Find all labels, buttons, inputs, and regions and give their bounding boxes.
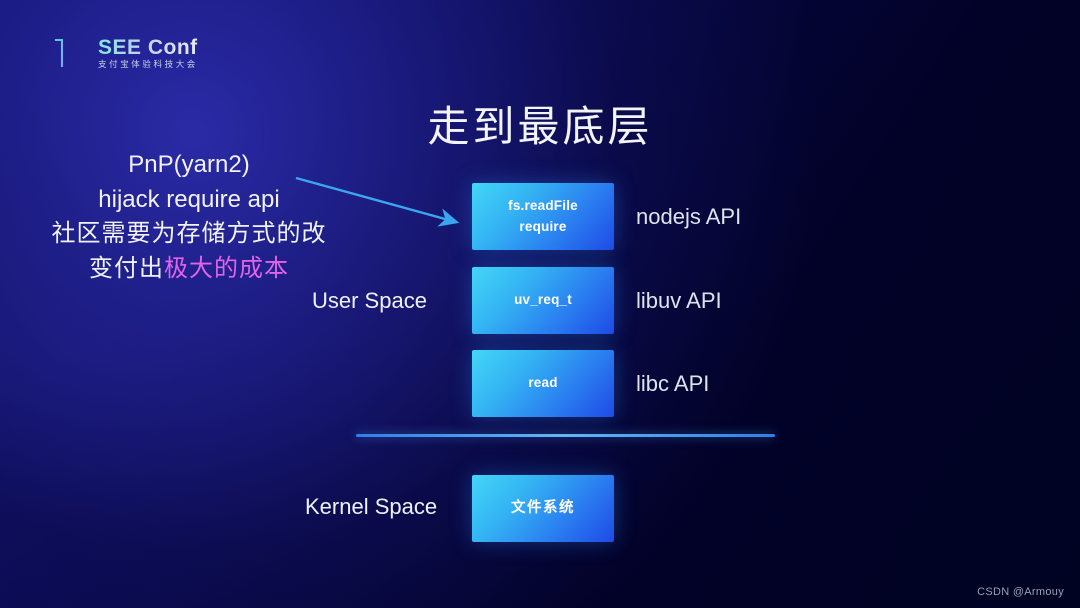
brand-tagline: 支付宝体验科技大会 [98, 59, 198, 70]
brand-logo: SEE Conf 支付宝体验科技大会 [52, 36, 198, 70]
page-title: 走到最底层 [427, 103, 653, 150]
stack-box-filesystem-label: 文件系统 [511, 499, 575, 516]
annotation-line-4-highlight: 极大的成本 [164, 254, 289, 282]
arrow-right-down-icon [295, 176, 460, 227]
annotation-line-1: PnP(yarn2) [128, 151, 250, 178]
annotation-line-4: 变付出极大的成本 [34, 252, 344, 287]
brand-wordmark: SEE Conf 支付宝体验科技大会 [98, 37, 198, 69]
api-label-libuv: libuv API [636, 288, 722, 313]
watermark: CSDN @Armouy [977, 586, 1064, 598]
api-label-nodejs: nodejs API [636, 204, 742, 229]
stack-box-nodejs-line2: require [519, 219, 567, 234]
annotation-text-block: PnP(yarn2) hijack require api 社区需要为存储方式的… [34, 148, 344, 286]
stack-box-libuv-line1: uv_req_t [514, 292, 572, 308]
annotation-line-2: hijack require api [98, 185, 280, 213]
stack-box-nodejs[interactable]: fs.readFile require [472, 183, 614, 250]
stack-box-libc[interactable]: read [472, 350, 614, 417]
api-label-libc: libc API [636, 371, 710, 396]
see-conf-logo-mark-icon [54, 38, 84, 68]
kernel-space-label: Kernel Space [305, 494, 438, 519]
user-kernel-divider [356, 434, 775, 437]
annotation-line-3: 社区需要为存储方式的改 [51, 220, 327, 248]
annotation-line-4-prefix: 变付出 [89, 254, 164, 282]
brand-name: SEE Conf [98, 36, 198, 60]
stack-box-libuv[interactable]: uv_req_t [472, 267, 614, 334]
stack-box-nodejs-line1: fs.readFile [508, 197, 578, 213]
stack-box-filesystem[interactable]: 文件系统 [472, 475, 614, 542]
user-space-label: User Space [312, 288, 427, 313]
stack-box-libc-line1: read [528, 375, 558, 391]
